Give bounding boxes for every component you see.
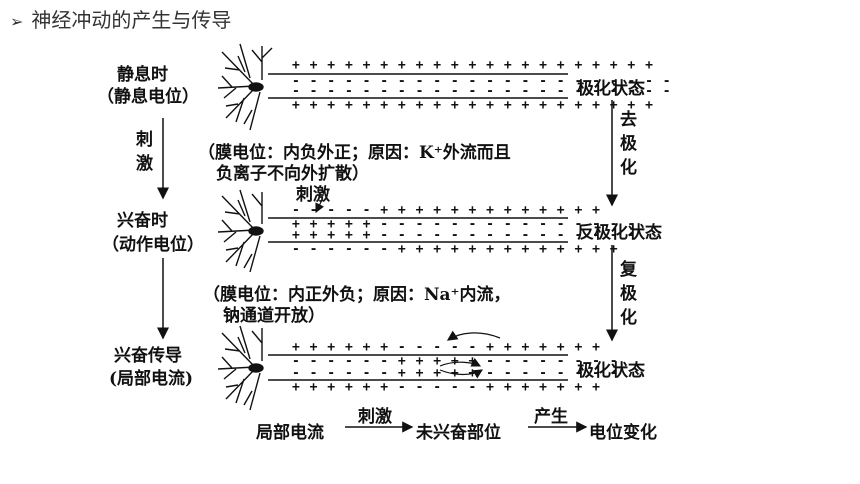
label-reverse-polarized: 反极化状态 bbox=[577, 223, 662, 243]
note-resting-line1: （膜电位：内负外正；原因：K⁺外流而且 bbox=[198, 143, 511, 163]
local-current-arrow-3 bbox=[439, 369, 484, 379]
local-current-arrow-2 bbox=[439, 357, 482, 367]
note-excited-line1: （膜电位：内正外负；原因：Na⁺内流， bbox=[203, 285, 511, 305]
note-resting-line2: 负离子不向外扩散） bbox=[216, 164, 369, 184]
label-resting: 静息时 bbox=[117, 65, 168, 85]
local-current-arrow-1 bbox=[446, 330, 501, 341]
bullet-arrow-icon: ➢ bbox=[10, 12, 24, 31]
neuron-resting bbox=[217, 43, 568, 131]
membrane-row: - - - - - + + + + + + + + + + + + + bbox=[292, 203, 601, 218]
membrane-row: + + + + + + + + + + + + + + + + + + + + … bbox=[292, 58, 654, 73]
neuron-conduction bbox=[217, 325, 568, 411]
membrane-row: - - - - - - - - - - - - - - - - - - - - … bbox=[292, 84, 672, 99]
label-excited: 兴奋时 bbox=[117, 211, 168, 231]
page-title-text: 神经冲动的产生与传导 bbox=[31, 8, 232, 32]
chain-arrow2-label: 产生 bbox=[534, 407, 568, 427]
chain-start: 局部电流 bbox=[256, 423, 324, 443]
label-repolarize: 复极化 bbox=[620, 260, 637, 328]
label-conduction: 兴奋传导 bbox=[114, 346, 182, 366]
membrane-row: + + + + + + + + + + + + + + + + + + + + … bbox=[292, 98, 654, 113]
membrane-row: - - - - - - + + + + + - - - - - - - - bbox=[292, 354, 619, 369]
membrane-row: + + + + + + - - - - - + + + + + + + bbox=[292, 380, 601, 395]
neuron-excited bbox=[217, 189, 568, 273]
label-resting-sub: （静息电位） bbox=[97, 87, 199, 107]
membrane-row: - - - - - - - - - - - - - - - - - - - - … bbox=[292, 74, 672, 89]
membrane-row: - - - - - - + + + + + - - - - - - - - bbox=[292, 366, 619, 381]
chain-arrow1-label: 刺激 bbox=[358, 407, 392, 427]
chain-middle: 未兴奋部位 bbox=[416, 423, 501, 443]
note-stimulus-marker: 刺激 bbox=[296, 185, 330, 205]
label-depolarize: 去极化 bbox=[620, 110, 637, 178]
membrane-row: + + + + + - - - - - - - - - - - - - - - bbox=[292, 217, 637, 232]
label-conduction-sub: (局部电流) bbox=[109, 369, 194, 389]
membrane-row: + + + + + - - - - - - - - - - - - - - - bbox=[292, 228, 637, 243]
chain-end: 电位变化 bbox=[589, 423, 657, 443]
label-polarized-2: 极化状态 bbox=[577, 361, 645, 381]
note-excited-line2: 钠通道开放） bbox=[223, 306, 325, 326]
membrane-row: + + + + + + - - - - - + + + + + + + bbox=[292, 340, 601, 355]
membrane-row: - - - - - - + + + + + + + + + + + + + bbox=[292, 242, 619, 257]
stimulus-arrow bbox=[315, 199, 325, 214]
label-polarized-1: 极化状态 bbox=[577, 79, 645, 99]
label-stimulate: 刺激 bbox=[136, 130, 153, 174]
page-title: ➢ 神经冲动的产生与传导 bbox=[10, 4, 231, 33]
label-excited-sub: （动作电位） bbox=[102, 235, 204, 255]
